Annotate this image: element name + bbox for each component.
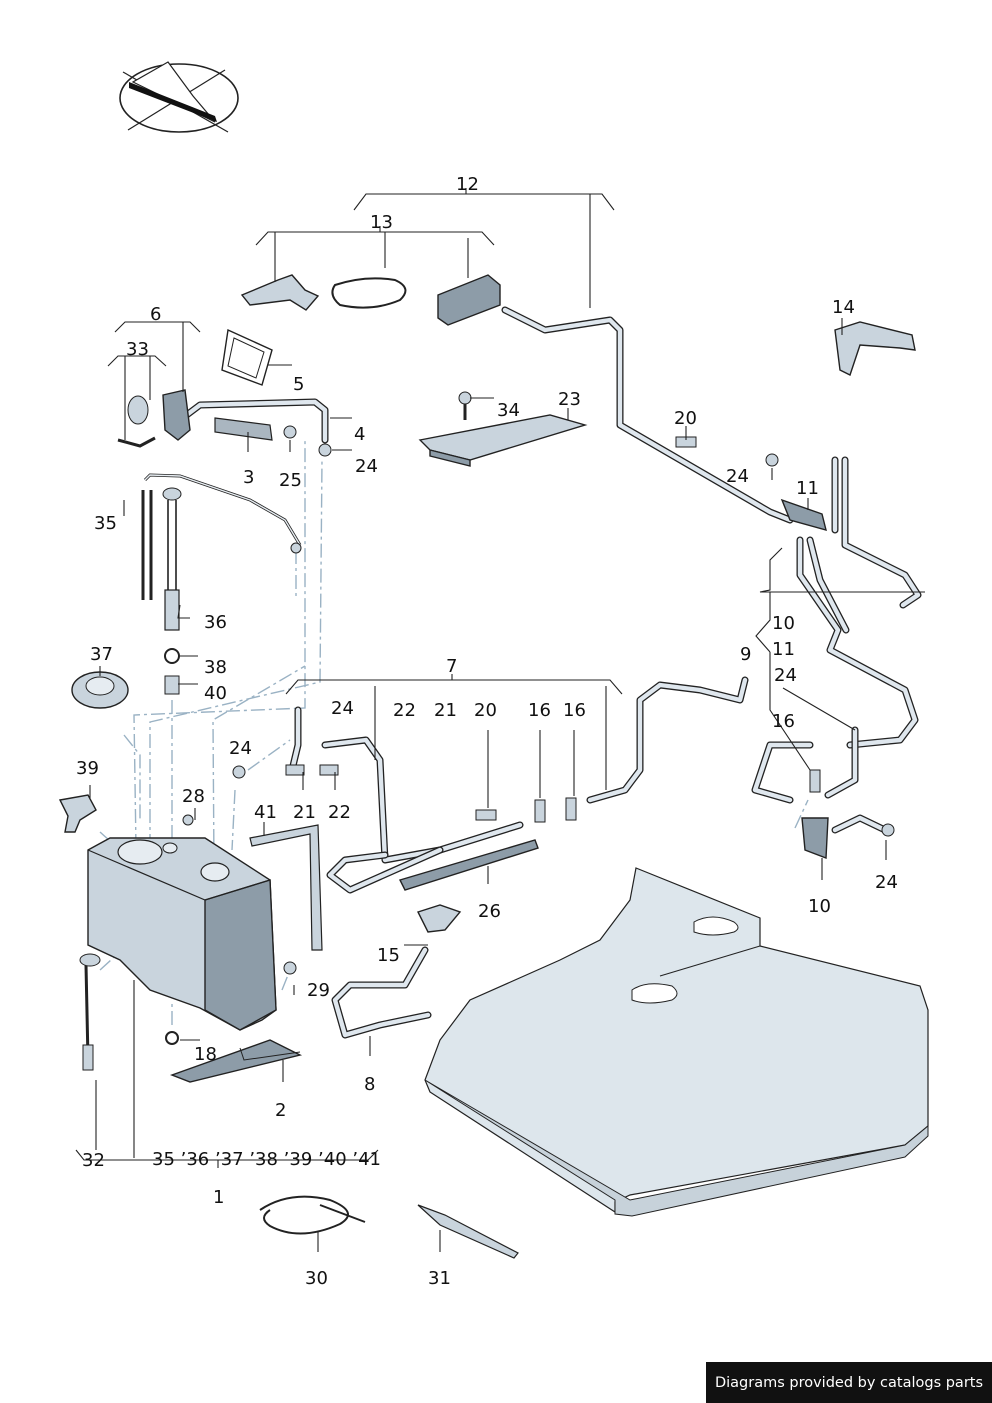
vehicle-floor-panel <box>424 867 929 1217</box>
callout-6: 6 <box>150 304 161 325</box>
callout-9: 9 <box>740 644 751 665</box>
callout-32: 32 <box>82 1150 105 1171</box>
callout-37: 37 <box>90 644 113 665</box>
callout-1: 1 <box>213 1187 224 1208</box>
reservoir-bracket <box>169 1039 303 1083</box>
distribution-valve <box>780 498 829 859</box>
callout-11-a: 11 <box>796 478 819 499</box>
tubing-coil <box>259 1195 366 1235</box>
callout-5: 5 <box>293 374 304 395</box>
callout-28: 28 <box>182 786 205 807</box>
callout-24-f: 24 <box>875 872 898 893</box>
callout-41: 41 <box>254 802 277 823</box>
callout-8: 8 <box>364 1074 375 1095</box>
cables <box>141 473 302 600</box>
callout-21-a: 21 <box>434 700 457 721</box>
vehicle-orientation-icon <box>119 61 239 133</box>
hoses <box>176 306 922 1039</box>
callout-18: 18 <box>194 1044 217 1065</box>
cable-tie <box>417 1204 519 1259</box>
washer-fluid-reservoir <box>87 837 277 1031</box>
callout-21-b: 21 <box>293 802 316 823</box>
callout-22-a: 22 <box>393 700 416 721</box>
cover-cap <box>71 671 129 709</box>
callout-3: 3 <box>243 467 254 488</box>
callout-26: 26 <box>478 901 501 922</box>
callout-36: 36 <box>204 612 227 633</box>
elbow-connector <box>58 794 97 833</box>
callout-35: 35 <box>94 513 117 534</box>
callout-7: 7 <box>446 656 457 677</box>
holder-rail <box>399 839 539 891</box>
callout-10-b: 10 <box>808 896 831 917</box>
callout-22-b: 22 <box>328 802 351 823</box>
nozzle-housing-cover <box>162 389 191 441</box>
callout-31: 31 <box>428 1268 451 1289</box>
callout-4: 4 <box>354 424 365 445</box>
level-sensor <box>79 953 101 1071</box>
callout-11-b: 11 <box>772 639 795 660</box>
hose-clamps <box>232 425 895 837</box>
callout-24-c: 24 <box>229 738 252 759</box>
gasket <box>221 328 273 386</box>
leader-lines <box>75 188 925 1252</box>
callout-23: 23 <box>558 389 581 410</box>
callout-10-a: 10 <box>772 613 795 634</box>
callout-2: 2 <box>275 1100 286 1121</box>
small-fittings <box>285 436 697 821</box>
callout-16-b: 16 <box>563 700 586 721</box>
callout-33: 33 <box>126 339 149 360</box>
callout-38: 38 <box>204 657 227 678</box>
callout-16-c: 16 <box>772 711 795 732</box>
callout-13: 13 <box>370 212 393 233</box>
callout-24-e: 24 <box>774 665 797 686</box>
callout-35-41-group: 35 ’36 ’37 ’38 ’39 ’40 ’41 <box>152 1149 381 1170</box>
callout-14: 14 <box>832 297 855 318</box>
mixer-tap <box>834 321 916 376</box>
callout-labels: 12 13 6 33 5 4 24 3 25 34 23 20 24 11 14… <box>76 174 898 1289</box>
source-attribution-text: Diagrams provided by catalogs parts <box>714 1374 984 1391</box>
callout-24-d: 24 <box>331 698 354 719</box>
washer-pump <box>162 487 182 695</box>
callout-29: 29 <box>307 980 330 1001</box>
callout-34: 34 <box>497 400 520 421</box>
source-attribution-badge: Diagrams provided by catalogs parts <box>706 1362 992 1403</box>
callout-20-b: 20 <box>474 700 497 721</box>
callout-16-a: 16 <box>528 700 551 721</box>
callout-24-b: 24 <box>726 466 749 487</box>
t-pieces-and-connectors <box>417 769 821 933</box>
callout-40: 40 <box>204 683 227 704</box>
callout-24-a: 24 <box>355 456 378 477</box>
corrugated-sleeve <box>214 417 273 441</box>
callout-15: 15 <box>377 945 400 966</box>
screws <box>117 391 472 1045</box>
retaining-strap <box>249 824 323 951</box>
washer-nozzle-assembly <box>240 274 501 326</box>
hood-cover <box>418 414 588 467</box>
callout-30: 30 <box>305 1268 328 1289</box>
callout-20-a: 20 <box>674 408 697 429</box>
callout-12: 12 <box>456 174 479 195</box>
callout-39: 39 <box>76 758 99 779</box>
callout-25: 25 <box>279 470 302 491</box>
